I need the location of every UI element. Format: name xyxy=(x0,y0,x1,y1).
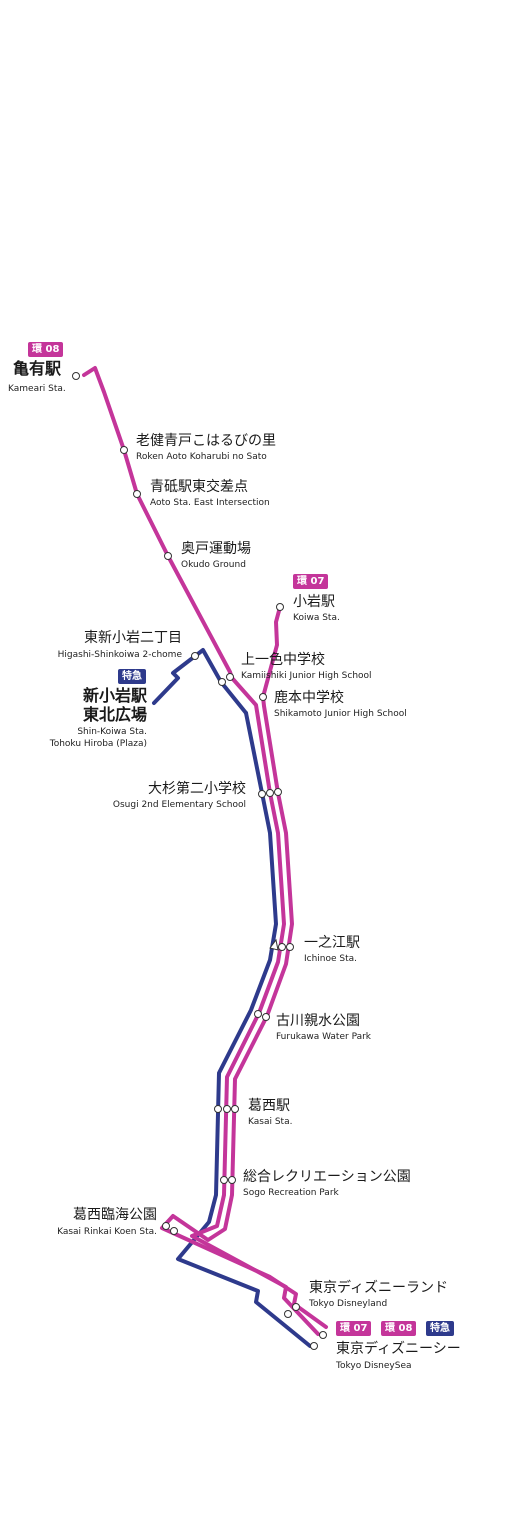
stop-label-sogo: 総合レクリエーション公園 xyxy=(243,1169,411,1185)
stop-label-koiwa: 小岩駅 xyxy=(293,594,335,610)
stop-label-kameari: 亀有駅 xyxy=(13,359,62,378)
stop-marker-aoto[interactable] xyxy=(133,490,141,498)
badge-kan08: 環 08 xyxy=(28,342,64,357)
stop-label-koiwa-en: Koiwa Sta. xyxy=(293,613,340,623)
stop-label-aoto-en: Aoto Sta. East Intersection xyxy=(150,498,270,508)
stop-label-shikamoto-en: Shikamoto Junior High School xyxy=(274,709,407,719)
stop-label-shinkoiwa-2: 東北広場 xyxy=(82,705,147,724)
route-kan08-line-north xyxy=(82,366,234,680)
badge-kan08-disneysea: 環 08 xyxy=(381,1321,417,1336)
stop-marker-kasai-a[interactable] xyxy=(214,1105,222,1113)
stop-label-kameari-en: Kameari Sta. xyxy=(8,384,66,394)
stop-marker-roken[interactable] xyxy=(120,446,128,454)
stop-marker-koiwa[interactable] xyxy=(276,603,284,611)
route-express-line-north xyxy=(152,648,248,715)
stop-marker-sogo-b[interactable] xyxy=(228,1176,236,1184)
route-express-line-trunk xyxy=(176,711,312,1348)
stop-marker-osugi-b[interactable] xyxy=(266,789,274,797)
stop-label-disneyland-en: Tokyo Disneyland xyxy=(309,1299,388,1309)
stop-marker-osugi-c[interactable] xyxy=(274,788,282,796)
stop-marker-kasai-c[interactable] xyxy=(231,1105,239,1113)
stop-label-kasai: 葛西駅 xyxy=(248,1098,290,1114)
stop-label-ichinoe-en: Ichinoe Sta. xyxy=(304,954,358,964)
stop-label-furukawa-en: Furukawa Water Park xyxy=(276,1032,372,1042)
stop-label-kasai-rinkai-en: Kasai Rinkai Koen Sta. xyxy=(57,1227,157,1237)
stop-label-kasai-rinkai: 葛西臨海公園 xyxy=(73,1207,157,1223)
stop-label-shinkoiwa-1: 新小岩駅 xyxy=(82,686,147,705)
stop-label-disneysea-en: Tokyo DisneySea xyxy=(336,1361,412,1371)
stop-marker-osugi-a[interactable] xyxy=(258,790,266,798)
stop-label-shinkoiwa-en-1: Shin-Koiwa Sta. xyxy=(77,727,147,737)
stop-label-ichinoe: 一之江駅 xyxy=(304,935,360,951)
stop-label-sogo-en: Sogo Recreation Park xyxy=(243,1188,339,1198)
stop-label-higashi-shinkoiwa: 東新小岩二丁目 xyxy=(84,630,182,646)
stop-marker-kasai-b[interactable] xyxy=(223,1105,231,1113)
stop-marker-kamiishiki-a[interactable] xyxy=(218,678,226,686)
stop-label-kamiishiki-en: Kamiishiki Junior High School xyxy=(241,671,372,681)
stop-marker-kasai-rinkai-b[interactable] xyxy=(170,1227,178,1235)
stop-label-shikamoto: 鹿本中学校 xyxy=(274,690,344,706)
stop-label-shinkoiwa-en-2: Tohoku Hiroba (Plaza) xyxy=(49,739,147,749)
stop-marker-disneyland-b[interactable] xyxy=(292,1303,300,1311)
stop-marker-ichinoe-b[interactable] xyxy=(286,943,294,951)
badge-express-disneysea: 特急 xyxy=(426,1321,454,1336)
stop-marker-okudo[interactable] xyxy=(164,552,172,560)
stop-label-kasai-en: Kasai Sta. xyxy=(248,1117,293,1127)
stop-label-osugi: 大杉第二小学校 xyxy=(148,781,246,797)
stop-marker-furukawa-b[interactable] xyxy=(262,1013,270,1021)
stop-marker-furukawa-a[interactable] xyxy=(254,1010,262,1018)
badge-kan07: 環 07 xyxy=(293,574,329,589)
direction-triangle-icon xyxy=(269,938,279,951)
stop-marker-kasai-rinkai-a[interactable] xyxy=(162,1222,170,1230)
route-kan07-line-trunk xyxy=(160,695,328,1329)
stop-marker-sogo-a[interactable] xyxy=(220,1176,228,1184)
stop-label-roken-en: Roken Aoto Koharubi no Sato xyxy=(136,452,267,462)
stop-label-furukawa: 古川親水公園 xyxy=(276,1013,360,1029)
stop-marker-kameari[interactable] xyxy=(72,372,80,380)
stop-marker-higashi-shinkoiwa[interactable] xyxy=(191,652,199,660)
route-kan07-line-north xyxy=(261,605,282,699)
stop-label-disneyland: 東京ディズニーランド xyxy=(309,1280,449,1296)
stop-marker-ichinoe-a[interactable] xyxy=(278,943,286,951)
stop-label-kamiishiki: 上一色中学校 xyxy=(241,652,325,668)
stop-label-disneysea: 東京ディズニーシー xyxy=(336,1341,461,1357)
stop-label-higashi-shinkoiwa-en: Higashi-Shinkoiwa 2-chome xyxy=(57,650,182,660)
badge-kan07-disneysea: 環 07 xyxy=(336,1321,372,1336)
stop-marker-disneysea-b[interactable] xyxy=(319,1331,327,1339)
route-kan08-line-trunk xyxy=(190,676,320,1336)
stop-marker-disneysea-a[interactable] xyxy=(310,1342,318,1350)
stop-marker-disneyland-a[interactable] xyxy=(284,1310,292,1318)
stop-label-okudo-en: Okudo Ground xyxy=(181,560,246,570)
stop-label-aoto: 青砥駅東交差点 xyxy=(150,479,248,495)
stop-marker-shikamoto[interactable] xyxy=(259,693,267,701)
stop-label-okudo: 奥戸運動場 xyxy=(181,541,251,557)
stop-label-roken: 老健青戸こはるびの里 xyxy=(136,433,276,449)
stop-marker-kamiishiki-b[interactable] xyxy=(226,673,234,681)
badge-express: 特急 xyxy=(118,669,146,684)
stop-label-osugi-en: Osugi 2nd Elementary School xyxy=(112,800,246,810)
